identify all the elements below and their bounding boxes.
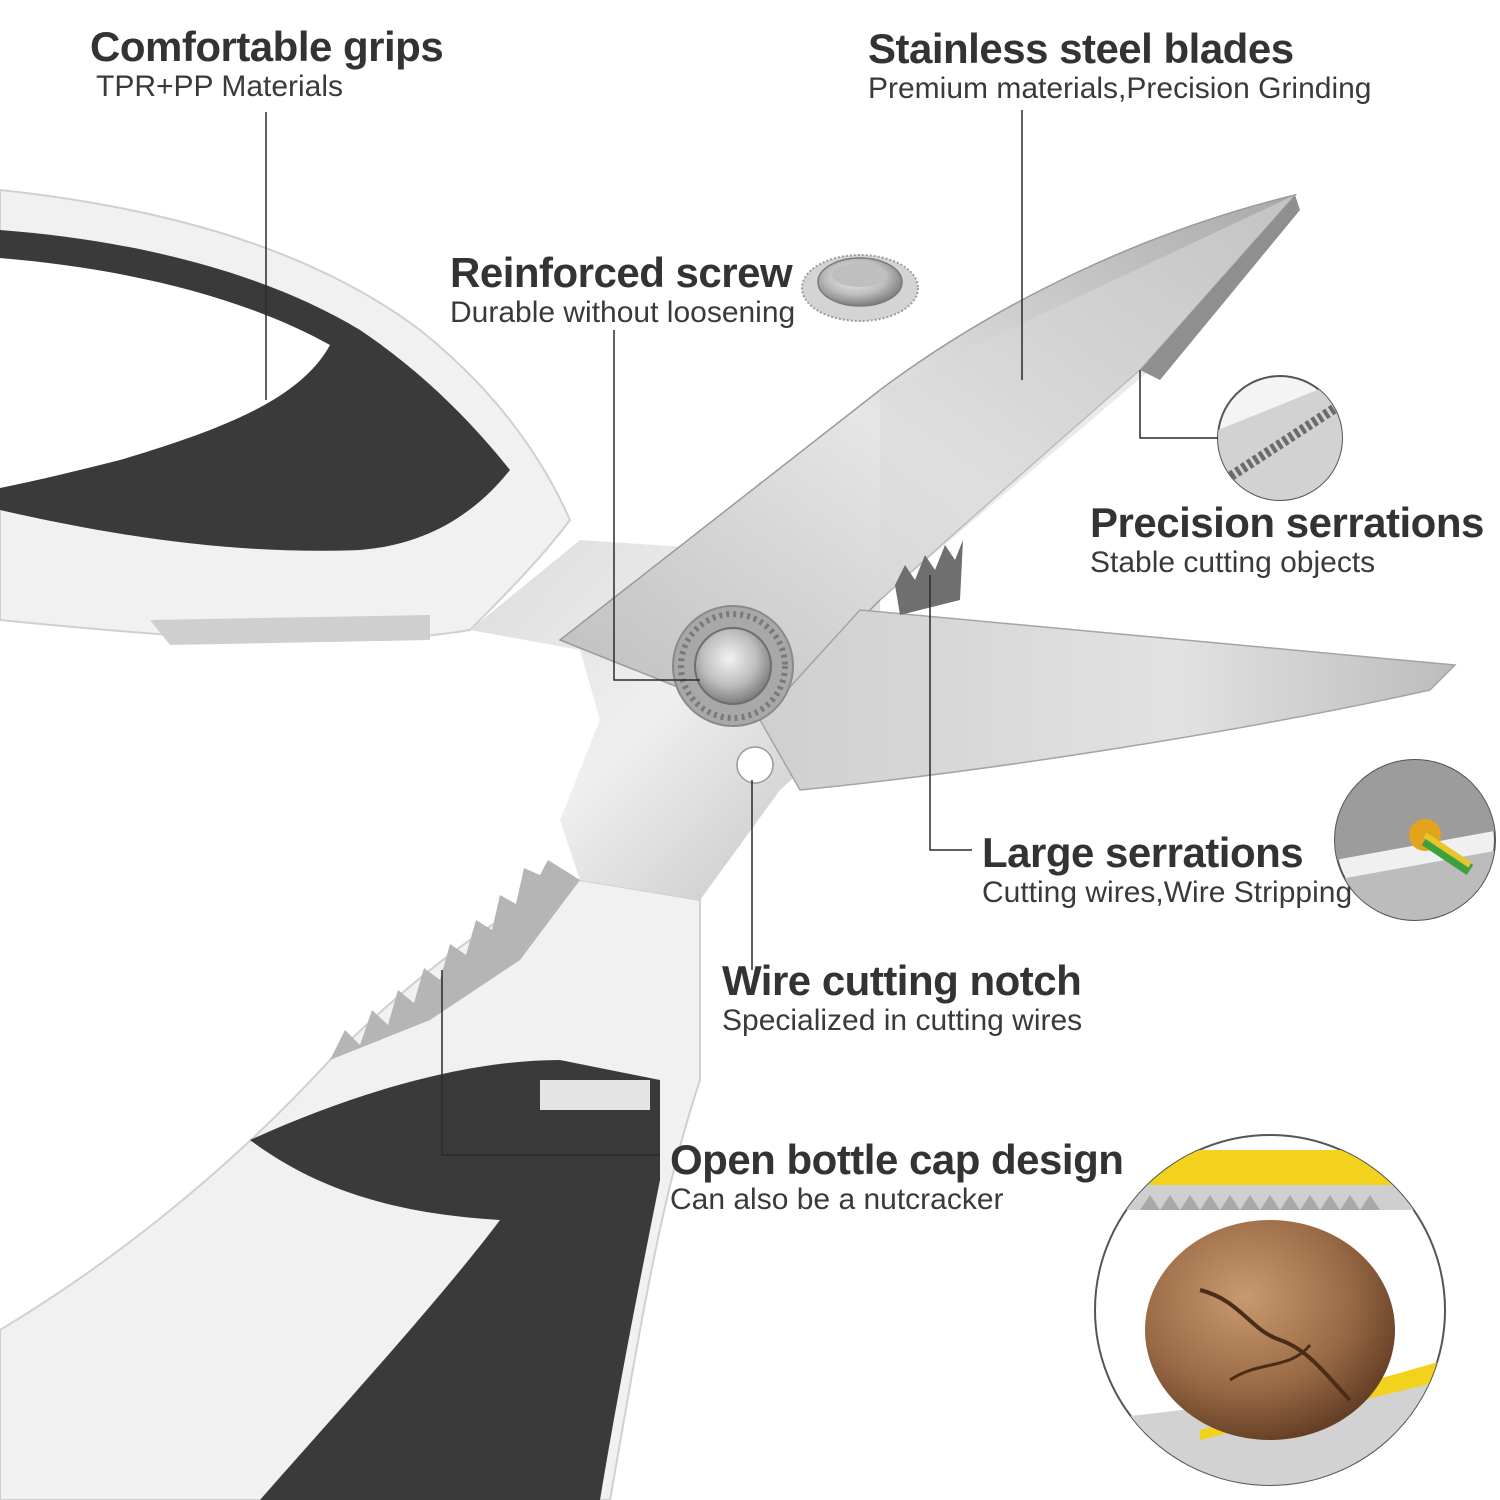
screw-detail-icon (801, 254, 919, 322)
large-serrations (895, 540, 963, 615)
callout-title: Precision serrations (1090, 499, 1484, 546)
precision-serrations-zoom (1217, 375, 1343, 501)
callout-open-bottle-cap-design: Open bottle cap design Can also be a nut… (670, 1136, 1124, 1217)
callout-title: Stainless steel blades (868, 25, 1294, 72)
callout-large-serrations: Large serrations Cutting wires,Wire Stri… (982, 830, 1352, 910)
callout-comfortable-grips: Comfortable grips TPR+PP Materials (90, 23, 444, 104)
leader-precision (1139, 370, 1218, 439)
callout-title: Comfortable grips (90, 23, 444, 70)
upper-handle (0, 188, 572, 645)
callout-subtitle: Premium materials,Precision Grinding (868, 72, 1372, 105)
leader-large (929, 575, 972, 851)
callout-subtitle: Durable without loosening (450, 296, 796, 329)
callout-reinforced-screw: Reinforced screw Durable without looseni… (450, 250, 795, 330)
leader-bottle (441, 970, 660, 1156)
callout-stainless-steel-blades: Stainless steel blades Premium materials… (868, 26, 1372, 106)
lower-handle (0, 878, 701, 1500)
callout-title: Large serrations (982, 829, 1304, 876)
callout-title: Wire cutting notch (722, 957, 1082, 1004)
upper-blade (558, 193, 1300, 721)
callout-precision-serrations: Precision serrations Stable cutting obje… (1090, 500, 1484, 580)
callout-title: Open bottle cap design (670, 1136, 1124, 1183)
leader-screw (613, 330, 700, 681)
callout-subtitle: TPR+PP Materials (96, 70, 344, 103)
callout-subtitle: Stable cutting objects (1090, 546, 1376, 579)
leader-lines (265, 110, 1218, 1156)
wire-cutting-notch (736, 746, 774, 784)
callout-subtitle: Can also be a nutcracker (670, 1183, 1004, 1216)
callout-title: Reinforced screw (450, 249, 793, 296)
lower-blade (759, 609, 1457, 791)
pivot-screw (672, 605, 794, 727)
callout-subtitle: Specialized in cutting wires (722, 1004, 1083, 1037)
bottle-opener-jaw (330, 860, 580, 1060)
callout-subtitle: Cutting wires,Wire Stripping (982, 876, 1353, 909)
callout-wire-cutting-notch: Wire cutting notch Specialized in cuttin… (722, 958, 1082, 1038)
wire-stripping-zoom (1334, 759, 1496, 921)
nutcracker-zoom (1094, 1134, 1446, 1486)
